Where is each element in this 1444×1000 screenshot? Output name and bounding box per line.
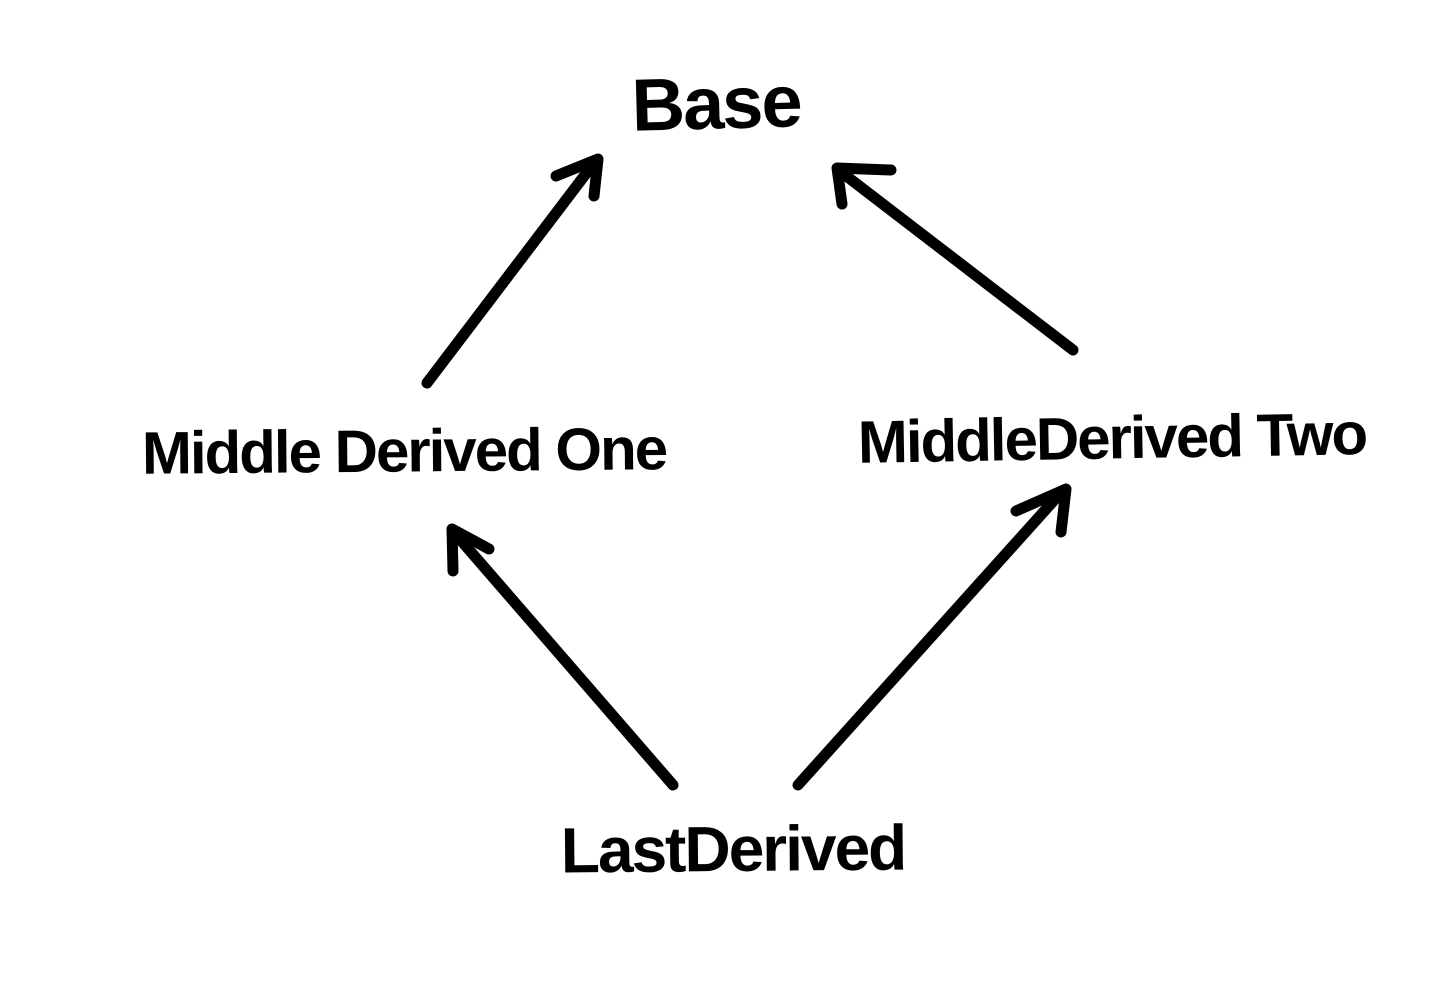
node-middle-derived-two: MiddleDerived Two	[857, 400, 1367, 476]
arrow-middle-derived-two-to-base	[831, 162, 1079, 356]
arrow-middle-derived-one-to-base	[421, 153, 604, 389]
node-base: Base	[630, 59, 802, 147]
node-middle-derived-one: Middle Derived One	[141, 415, 667, 487]
arrow-last-derived-to-middle-derived-one	[446, 523, 679, 791]
node-last-derived: LastDerived	[560, 811, 906, 887]
arrow-last-derived-to-middle-derived-two	[792, 483, 1072, 791]
